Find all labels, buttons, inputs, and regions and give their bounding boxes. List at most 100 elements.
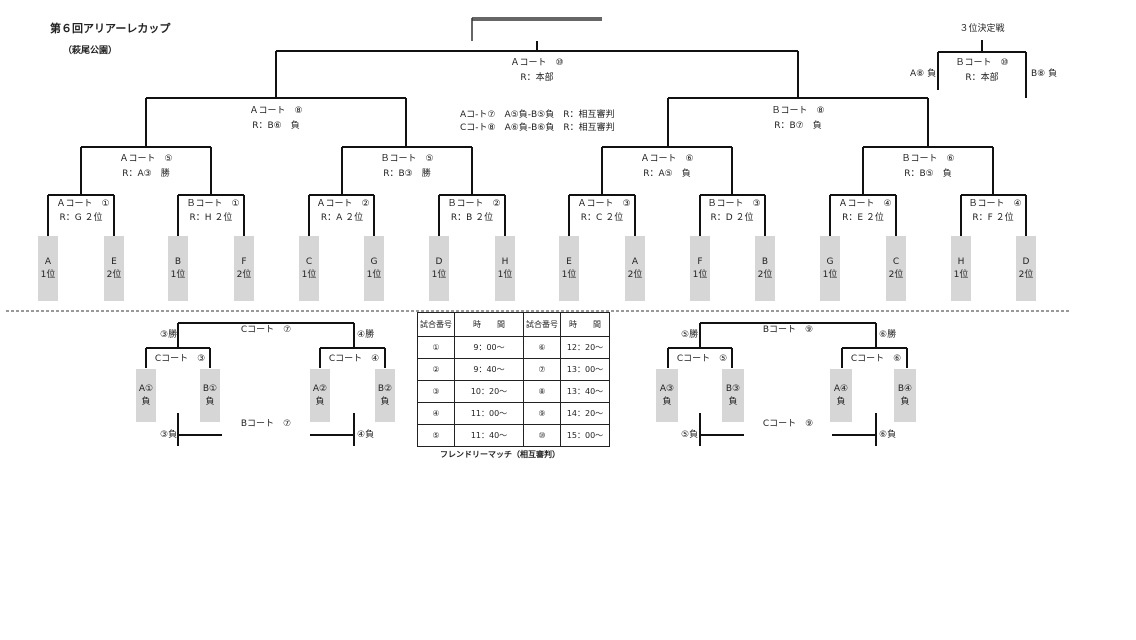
semi-court: Ａコート ⑧ xyxy=(249,106,303,116)
third-place-court: Ｂコート ⑩ xyxy=(955,58,1009,68)
schedule-cell: 14：20〜 xyxy=(560,402,610,425)
semi-ref: R：B⑥ 負 xyxy=(252,121,300,131)
schedule-cell: ⑨ xyxy=(523,402,561,425)
quarter-ref: R：B⑤ 負 xyxy=(904,169,952,179)
friendly-left-lines xyxy=(145,322,386,446)
schedule-cell: ① xyxy=(417,336,455,359)
friendly-winner: ④勝 xyxy=(357,330,375,340)
final-court: Ａコート ⑩ xyxy=(510,58,564,68)
friendly-winner: ③勝 xyxy=(160,330,178,340)
r1-court: Ｂコート ① xyxy=(186,199,240,209)
schedule-cell: 13：40〜 xyxy=(560,380,610,403)
third-place-ref: R：本部 xyxy=(965,73,999,83)
third-place-left: A⑧ 負 xyxy=(910,69,937,79)
friendly-match: Cコート ⑤ xyxy=(676,354,728,364)
quarter-court: Ｂコート ⑤ xyxy=(380,154,434,164)
schedule-footer: フレンドリーマッチ（相互審判） xyxy=(440,450,560,459)
friendly-right-lines xyxy=(667,322,908,446)
friendly-match: Cコート ⑥ xyxy=(850,354,902,364)
schedule-cell: 10：20〜 xyxy=(454,380,524,403)
r1-ref: R：A ２位 xyxy=(320,213,364,223)
semi-court: Ｂコート ⑧ xyxy=(771,106,825,116)
r1-court: Ａコート ③ xyxy=(577,199,631,209)
venue-label: （萩尾公園） xyxy=(63,46,118,56)
friendly-loser: ⑥負 xyxy=(879,430,897,440)
friendly-match: Cコート ④ xyxy=(328,354,380,364)
quarter-court: Ａコート ⑤ xyxy=(119,154,173,164)
r1-ref: R：H ２位 xyxy=(189,213,233,223)
r1-ref: R：C ２位 xyxy=(580,213,624,223)
r1-court: Ｂコート ④ xyxy=(968,199,1022,209)
quarter-court: Ｂコート ⑥ xyxy=(901,154,955,164)
friendly-court: Cコート ⑦ xyxy=(240,325,292,335)
r1-court: Ｂコート ② xyxy=(447,199,501,209)
schedule-header: 試合番号 xyxy=(523,312,561,337)
friendly-court: Bコート ⑦ xyxy=(240,419,292,429)
table-row: ④ 11：00〜 ⑨ 14：20〜 xyxy=(417,402,610,425)
main-bracket xyxy=(47,40,1027,236)
third-place-label: ３位決定戦 xyxy=(959,24,1005,34)
schedule-cell: ⑧ xyxy=(523,380,561,403)
schedule-header: 試合番号 xyxy=(417,312,455,337)
r1-court: Ｂコート ③ xyxy=(707,199,761,209)
schedule-cell: ⑩ xyxy=(523,424,561,447)
table-row: ③ 10：20〜 ⑧ 13：40〜 xyxy=(417,380,610,403)
quarter-ref: R：A③ 勝 xyxy=(122,169,170,179)
r1-court: Ａコート ① xyxy=(56,199,110,209)
r1-ref: R：D ２位 xyxy=(710,213,754,223)
table-row: ⑤ 11：40〜 ⑩ 15：00〜 xyxy=(417,424,610,447)
r1-ref: R：B ２位 xyxy=(450,213,494,223)
schedule-header: 時 間 xyxy=(454,312,524,337)
note-line: Cコ-ト⑧ A⑥負-B⑥負 R：相互審判 xyxy=(460,123,615,133)
schedule-cell: 11：40〜 xyxy=(454,424,524,447)
friendly-winner: ⑥勝 xyxy=(879,330,897,340)
schedule-cell: 13：00〜 xyxy=(560,358,610,381)
schedule-cell: 15：00〜 xyxy=(560,424,610,447)
friendly-loser: ③負 xyxy=(160,430,178,440)
note-line: Aコ-ト⑦ A⑤負-B⑤負 R：相互審判 xyxy=(460,110,615,120)
friendly-match: Cコート ③ xyxy=(154,354,206,364)
schedule-cell: 9：00〜 xyxy=(454,336,524,359)
schedule-table: 試合番号 時 間 試合番号 時 間 ① 9：00〜 ⑥ 12：20〜 ② 9：4… xyxy=(417,312,610,447)
top-frame xyxy=(471,17,602,41)
schedule-cell: 9：40〜 xyxy=(454,358,524,381)
friendly-loser: ④負 xyxy=(357,430,375,440)
schedule-cell: ⑥ xyxy=(523,336,561,359)
quarter-court: Ａコート ⑥ xyxy=(640,154,694,164)
third-place-right: B⑧ 負 xyxy=(1031,69,1058,79)
schedule-cell: ④ xyxy=(417,402,455,425)
friendly-winner: ⑤勝 xyxy=(681,330,699,340)
friendly-loser: ⑤負 xyxy=(681,430,699,440)
schedule-cell: 12：20〜 xyxy=(560,336,610,359)
quarter-ref: R：B③ 勝 xyxy=(383,169,431,179)
schedule-cell: ③ xyxy=(417,380,455,403)
page-title: 第６回アリアーレカップ xyxy=(50,22,171,35)
friendly-court: Bコート ⑨ xyxy=(762,325,814,335)
r1-court: Ａコート ② xyxy=(316,199,370,209)
r1-ref: R：G ２位 xyxy=(59,213,103,223)
